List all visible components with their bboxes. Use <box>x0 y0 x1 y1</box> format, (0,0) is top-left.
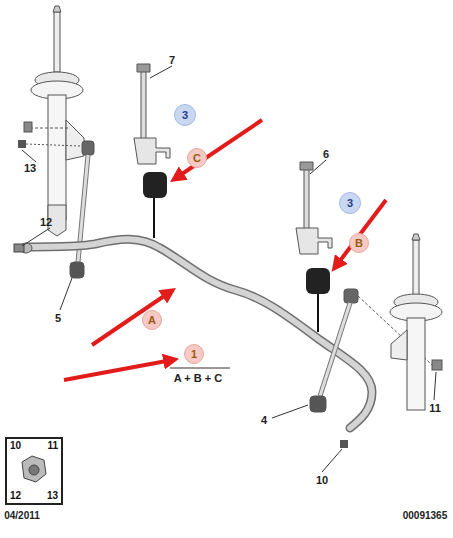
callout-circle: C <box>187 148 207 168</box>
part-number: 13 <box>47 491 58 501</box>
footer-code: 00091365 <box>403 511 448 521</box>
callout-letter: 3 <box>347 197 353 209</box>
callout-letter: 1 <box>191 348 197 360</box>
footer-code: 04/2011 <box>4 511 40 521</box>
part-number: 11 <box>47 441 58 451</box>
callout-number: 11 <box>429 403 441 414</box>
callout-number: 6 <box>323 149 329 160</box>
callout-circle: 3 <box>339 192 361 214</box>
callout-number: 7 <box>169 55 175 66</box>
callout-letter: C <box>193 152 201 164</box>
callout-circle: A <box>142 310 162 330</box>
callout-number: 13 <box>24 163 36 174</box>
callout-circle: B <box>349 233 369 253</box>
callout-circle: 1 <box>184 344 204 364</box>
part-number: 12 <box>10 491 21 501</box>
callout-number: 12 <box>40 217 52 228</box>
inset-box: 10 11 12 13 <box>5 437 63 505</box>
callout-letter: 3 <box>182 109 188 121</box>
part-number: 10 <box>10 441 21 451</box>
callout-number: 10 <box>316 475 328 486</box>
callout-number: 5 <box>55 313 61 324</box>
callout-number: A + B + C <box>174 373 223 384</box>
callout-circle: 3 <box>174 104 196 126</box>
callout-number: 4 <box>261 415 267 426</box>
callout-letter: A <box>148 314 156 326</box>
callout-letter: B <box>355 237 363 249</box>
